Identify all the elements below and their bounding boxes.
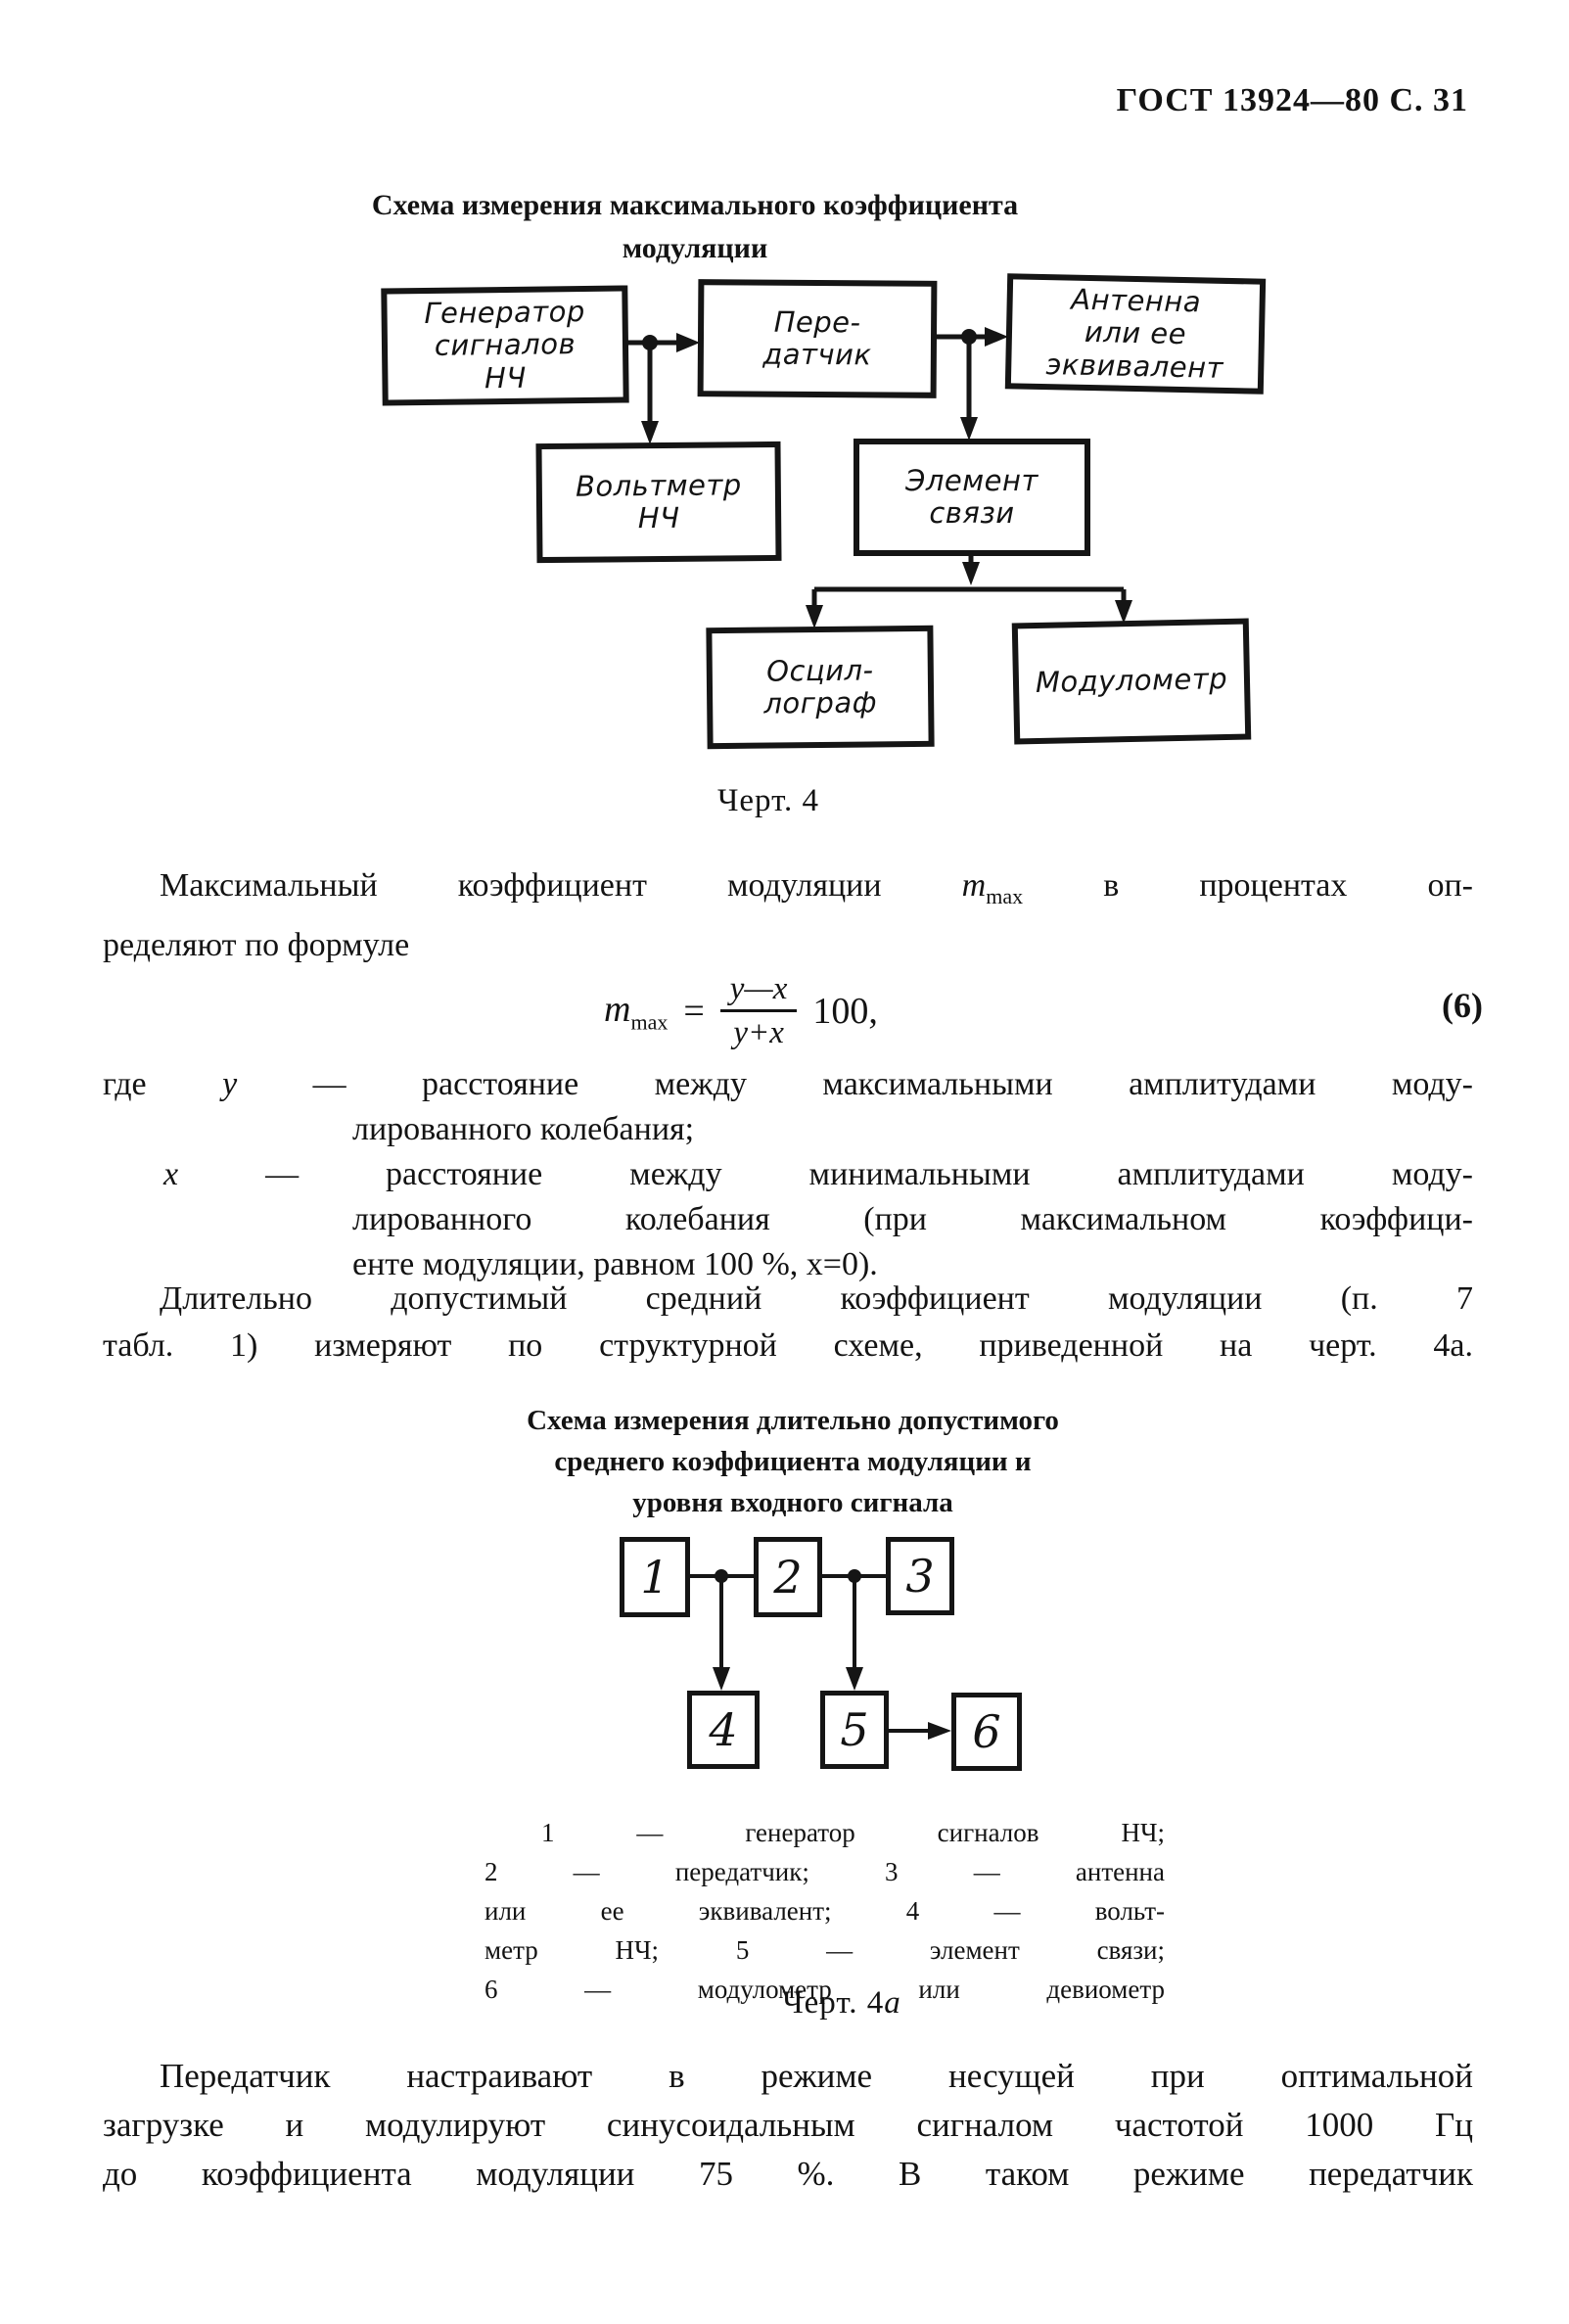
box-signal-generator: Генератор сигналов НЧ: [381, 285, 629, 406]
figure4a-title: Схема измерения длительно допустимого ср…: [527, 1405, 1059, 1519]
box-coupling-element-label: Элемент связи: [905, 463, 1038, 530]
box-antenna: Антенна или ее эквивалент: [1004, 273, 1267, 395]
formula-mmax: mmax = y—x y+x 100,: [604, 971, 878, 1051]
where-y-line1: где y — расстояние между максимальными а…: [103, 1066, 1473, 1102]
legend-line-2: 2 — передатчик; 3 — антенна: [485, 1857, 1165, 1886]
equals-sign: =: [683, 990, 705, 1032]
fraction-denominator: y+x: [733, 1015, 784, 1051]
box-modulometer: Модулометр: [1011, 618, 1252, 745]
legend-line-4: метр НЧ; 5 — элемент связи;: [485, 1935, 1165, 1965]
paragraph-avg-coefficient: Длительно допустимый средний коэффициент…: [103, 1276, 1473, 1370]
box-modulometer-label: Модулометр: [1035, 662, 1228, 700]
box-voltmeter-label: Вольтметр НЧ: [575, 467, 742, 535]
where-x-line2: лированного колебания (при максимальном …: [352, 1201, 1473, 1237]
box-5-coupling: 5: [820, 1691, 889, 1769]
box-transmitter: Пере- датчик: [697, 279, 938, 398]
paragraph-mmax-line2: ределяют по формуле: [103, 926, 410, 963]
figure4-title: Схема измерения максимального коэффициен…: [371, 189, 1019, 264]
legend-line-3: или ее эквивалент; 4 — вольт-: [485, 1896, 1165, 1926]
figure4a-legend: 1 — генератор сигналов НЧ; 2 — передатчи…: [485, 1813, 1165, 2009]
fraction: y—x y+x: [719, 971, 798, 1051]
box-antenna-label: Антенна или ее эквивалент: [1045, 282, 1224, 385]
box-2-transmitter: 2: [754, 1537, 822, 1617]
paragraph-mmax-line1: Максимальный коэффициент модуляции mmax …: [160, 867, 1473, 908]
box-4-voltmeter: 4: [687, 1691, 760, 1769]
box-signal-generator-label: Генератор сигналов НЧ: [424, 294, 586, 395]
where-y-line2: лированного колебания;: [352, 1111, 695, 1147]
equation-number: (6): [1442, 986, 1483, 1025]
paragraph-tuning-line2: загрузке и модулируют синусоидальным сиг…: [103, 2106, 1473, 2144]
formula-lhs: mmax: [604, 988, 669, 1035]
where-x-line3: енте модуляции, равном 100 %, x=0).: [352, 1246, 878, 1282]
where-x-line1: x — расстояние между минимальными амплит…: [163, 1156, 1473, 1192]
box-transmitter-label: Пере- датчик: [762, 304, 872, 372]
figure4a-caption: Черт. 4а: [782, 1985, 901, 2021]
box-1-generator: 1: [620, 1537, 690, 1617]
paragraph-avg-line2: табл. 1) измеряют по структурной схеме, …: [103, 1327, 1473, 1364]
paragraph-tuning-line1: Передатчик настраивают в режиме несущей …: [160, 2057, 1473, 2095]
paragraph-tuning-line3: до коэффициента модуляции 75 %. В таком …: [103, 2155, 1473, 2193]
legend-line-1: 1 — генератор сигналов НЧ;: [541, 1818, 1165, 1847]
figure4-caption: Черт. 4: [716, 783, 820, 818]
legend-line-5: 6 — модулометр или девиометр: [485, 1975, 1165, 2004]
y-variable: y: [222, 1066, 238, 1102]
m-variable: m: [961, 867, 987, 904]
fraction-numerator: y—x: [719, 971, 798, 1013]
box-oscilloscope-label: Осцил- лограф: [763, 653, 878, 720]
box-3-antenna: 3: [886, 1537, 954, 1615]
paragraph-transmitter-tuning: Передатчик настраивают в режиме несущей …: [103, 2052, 1473, 2199]
paragraph-avg-line1: Длительно допустимый средний коэффициент…: [160, 1280, 1473, 1317]
m-subscript: max: [986, 883, 1024, 908]
box-oscilloscope: Осцил- лограф: [706, 625, 935, 750]
page-header: ГОСТ 13924—80 С. 31: [1116, 82, 1468, 118]
where-definitions: где y — расстояние между максимальными а…: [103, 1062, 1473, 1287]
x-variable: x: [163, 1156, 179, 1192]
paragraph-mmax: Максимальный коэффициент модуляции mmax …: [103, 861, 1473, 970]
formula-block: mmax = y—x y+x 100, (6): [103, 971, 1483, 1069]
box-coupling-element: Элемент связи: [854, 439, 1090, 556]
formula-factor: 100,: [812, 990, 878, 1032]
box-6-modulometer: 6: [951, 1693, 1022, 1771]
box-voltmeter: Вольтметр НЧ: [535, 441, 782, 564]
